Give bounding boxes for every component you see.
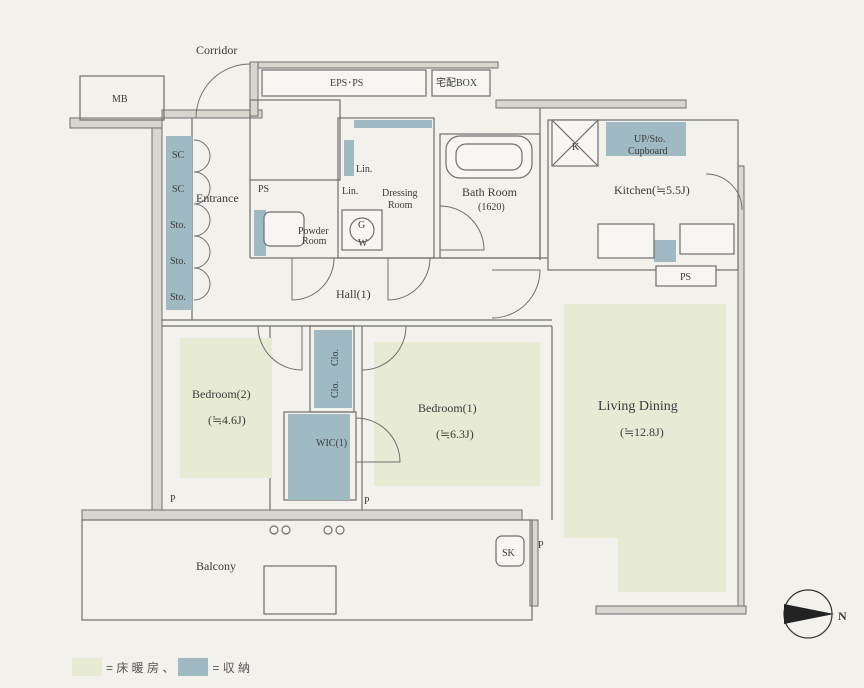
p-label-3: P [538,540,544,551]
legend: = 床 暖 房 、 = 収 納 [72,657,250,677]
storage-zones [166,120,686,500]
ps-kitchen-label: PS [680,272,691,283]
bathtub [445,135,533,179]
bath-size-label: (1620) [478,202,505,213]
living-size-label: (≒12.8J) [620,425,664,439]
fridge-label: K [572,142,580,153]
entrance-label: Entrance [196,191,239,205]
lin-label-1: Lin. [356,164,372,175]
washer [341,209,383,251]
lin-label-2: Lin. [342,186,358,197]
stove [679,223,735,255]
wic-label: WIC(1) [316,438,347,449]
powder-room-label-1: Powder [298,226,329,237]
north-arrow [783,589,834,639]
toilet [263,211,305,247]
cupboard-label-1: UP/Sto. [634,134,665,145]
floor-heating-legend-text: = 床 暖 房 、 [106,660,175,675]
bedroom2-label: Bedroom(2) [192,387,251,401]
walls [69,61,747,615]
partitions [79,75,739,621]
p-label-1: P [170,494,176,505]
kitchen-sink [597,223,655,259]
eps-ps-label: EPS･PS [330,78,363,89]
sto-label-3: Sto. [170,292,186,303]
washer-w-label: W [358,238,368,249]
sk-label: SK [502,548,516,559]
north-label: N [838,609,847,623]
powder-room-label-2: Room [302,236,327,247]
bedroom1-label: Bedroom(1) [418,401,477,415]
clo-label-1: Clo. [330,349,341,366]
bedroom2-size-label: (≒4.6J) [208,413,246,427]
floor-heating-zones [180,304,726,592]
ps-entrance-label: PS [258,184,269,195]
slop-sink [495,535,525,567]
storage-legend-text: = 収 納 [212,660,251,675]
corridor-label: Corridor [196,43,237,57]
storage-swatch [178,658,209,676]
washer-g-label: G [358,220,365,231]
p-label-2: P [364,496,370,507]
fixtures [261,69,735,567]
door-swings [193,63,743,463]
delivery-box-label: 宅配BOX [436,76,478,89]
clo-label-2: Clo. [330,381,341,398]
bath-room-label: Bath Room [462,185,518,199]
dressing-room-label-1: Dressing [382,188,418,199]
kitchen-label: Kitchen(≒5.5J) [614,183,690,197]
balcony-label: Balcony [196,559,236,573]
sto-label-1: Sto. [170,220,186,231]
hall-label: Hall(1) [336,287,371,301]
floor-heating-swatch [72,658,102,676]
cupboard-label-2: Cupboard [628,146,667,157]
sto-label-2: Sto. [170,256,186,267]
bedroom1-size-label: (≒6.3J) [436,427,474,441]
sc-label-2: SC [172,184,185,195]
mb-label: MB [112,94,128,105]
room-labels: Corridor MB EPS･PS 宅配BOX Entrance SC SC … [112,43,847,623]
sc-label-1: SC [172,150,185,161]
living-dining-label: Living Dining [598,399,678,414]
dressing-room-label-2: Room [388,200,413,211]
